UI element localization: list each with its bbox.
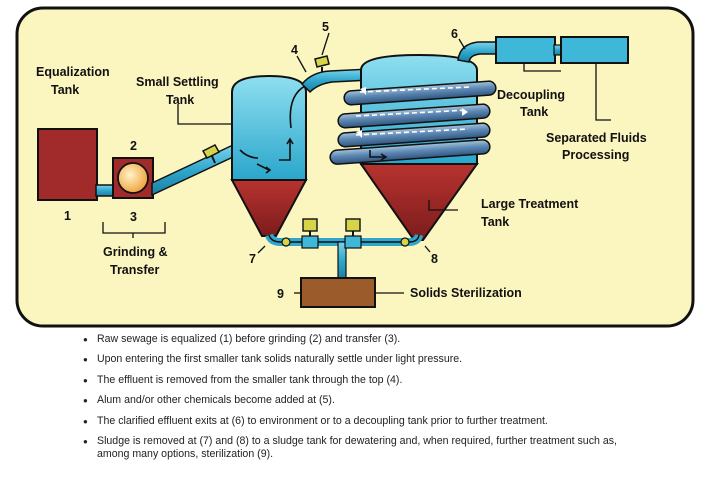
label-separated-fluids: Separated Fluids Processing <box>546 131 650 162</box>
treatment-process-diagram: Equalization Tank Small Settling Tank De… <box>15 6 695 328</box>
number-5: 5 <box>322 20 329 34</box>
chemical-valve <box>314 55 330 72</box>
label-equalization-tank: Equalization Tank <box>36 65 113 97</box>
note-item: Sludge is removed at (7) and (8) to a sl… <box>83 435 623 461</box>
note-item: Alum and/or other chemicals become added… <box>83 394 623 407</box>
note-item: The effluent is removed from the smaller… <box>83 374 623 387</box>
process-notes-list: Raw sewage is equalized (1) before grind… <box>83 333 623 468</box>
sterilization-tank <box>300 277 376 308</box>
label-solids-sterilization: Solids Sterilization <box>410 286 522 300</box>
equalization-tank <box>37 128 98 201</box>
grinder-icon <box>117 162 149 194</box>
separated-fluids-tank <box>560 36 629 64</box>
sludge-valve-left <box>301 218 319 249</box>
number-1: 1 <box>64 209 71 223</box>
note-item: Raw sewage is equalized (1) before grind… <box>83 333 623 346</box>
label-decoupling-tank: Decoupling Tank <box>497 88 569 119</box>
number-7: 7 <box>249 252 256 266</box>
small-settling-tank <box>230 74 308 237</box>
sludge-valve-right <box>344 218 362 249</box>
diagram-panel <box>15 6 695 328</box>
note-item: Upon entering the first smaller tank sol… <box>83 353 623 366</box>
number-9: 9 <box>277 287 284 301</box>
leader-lines <box>102 32 611 294</box>
note-item: The clarified effluent exits at (6) to e… <box>83 415 623 428</box>
number-6: 6 <box>451 27 458 41</box>
label-grinding-transfer: Grinding & Transfer <box>103 245 171 277</box>
label-small-settling-tank: Small Settling Tank <box>136 75 222 107</box>
number-2: 2 <box>130 139 137 153</box>
number-8: 8 <box>431 252 438 266</box>
label-large-treatment-tank: Large Treatment Tank <box>481 197 582 229</box>
number-3: 3 <box>130 210 137 224</box>
decoupling-tank <box>495 36 556 64</box>
number-4: 4 <box>291 43 298 57</box>
inflow-valve <box>201 144 221 164</box>
coil-pipes <box>329 80 497 165</box>
